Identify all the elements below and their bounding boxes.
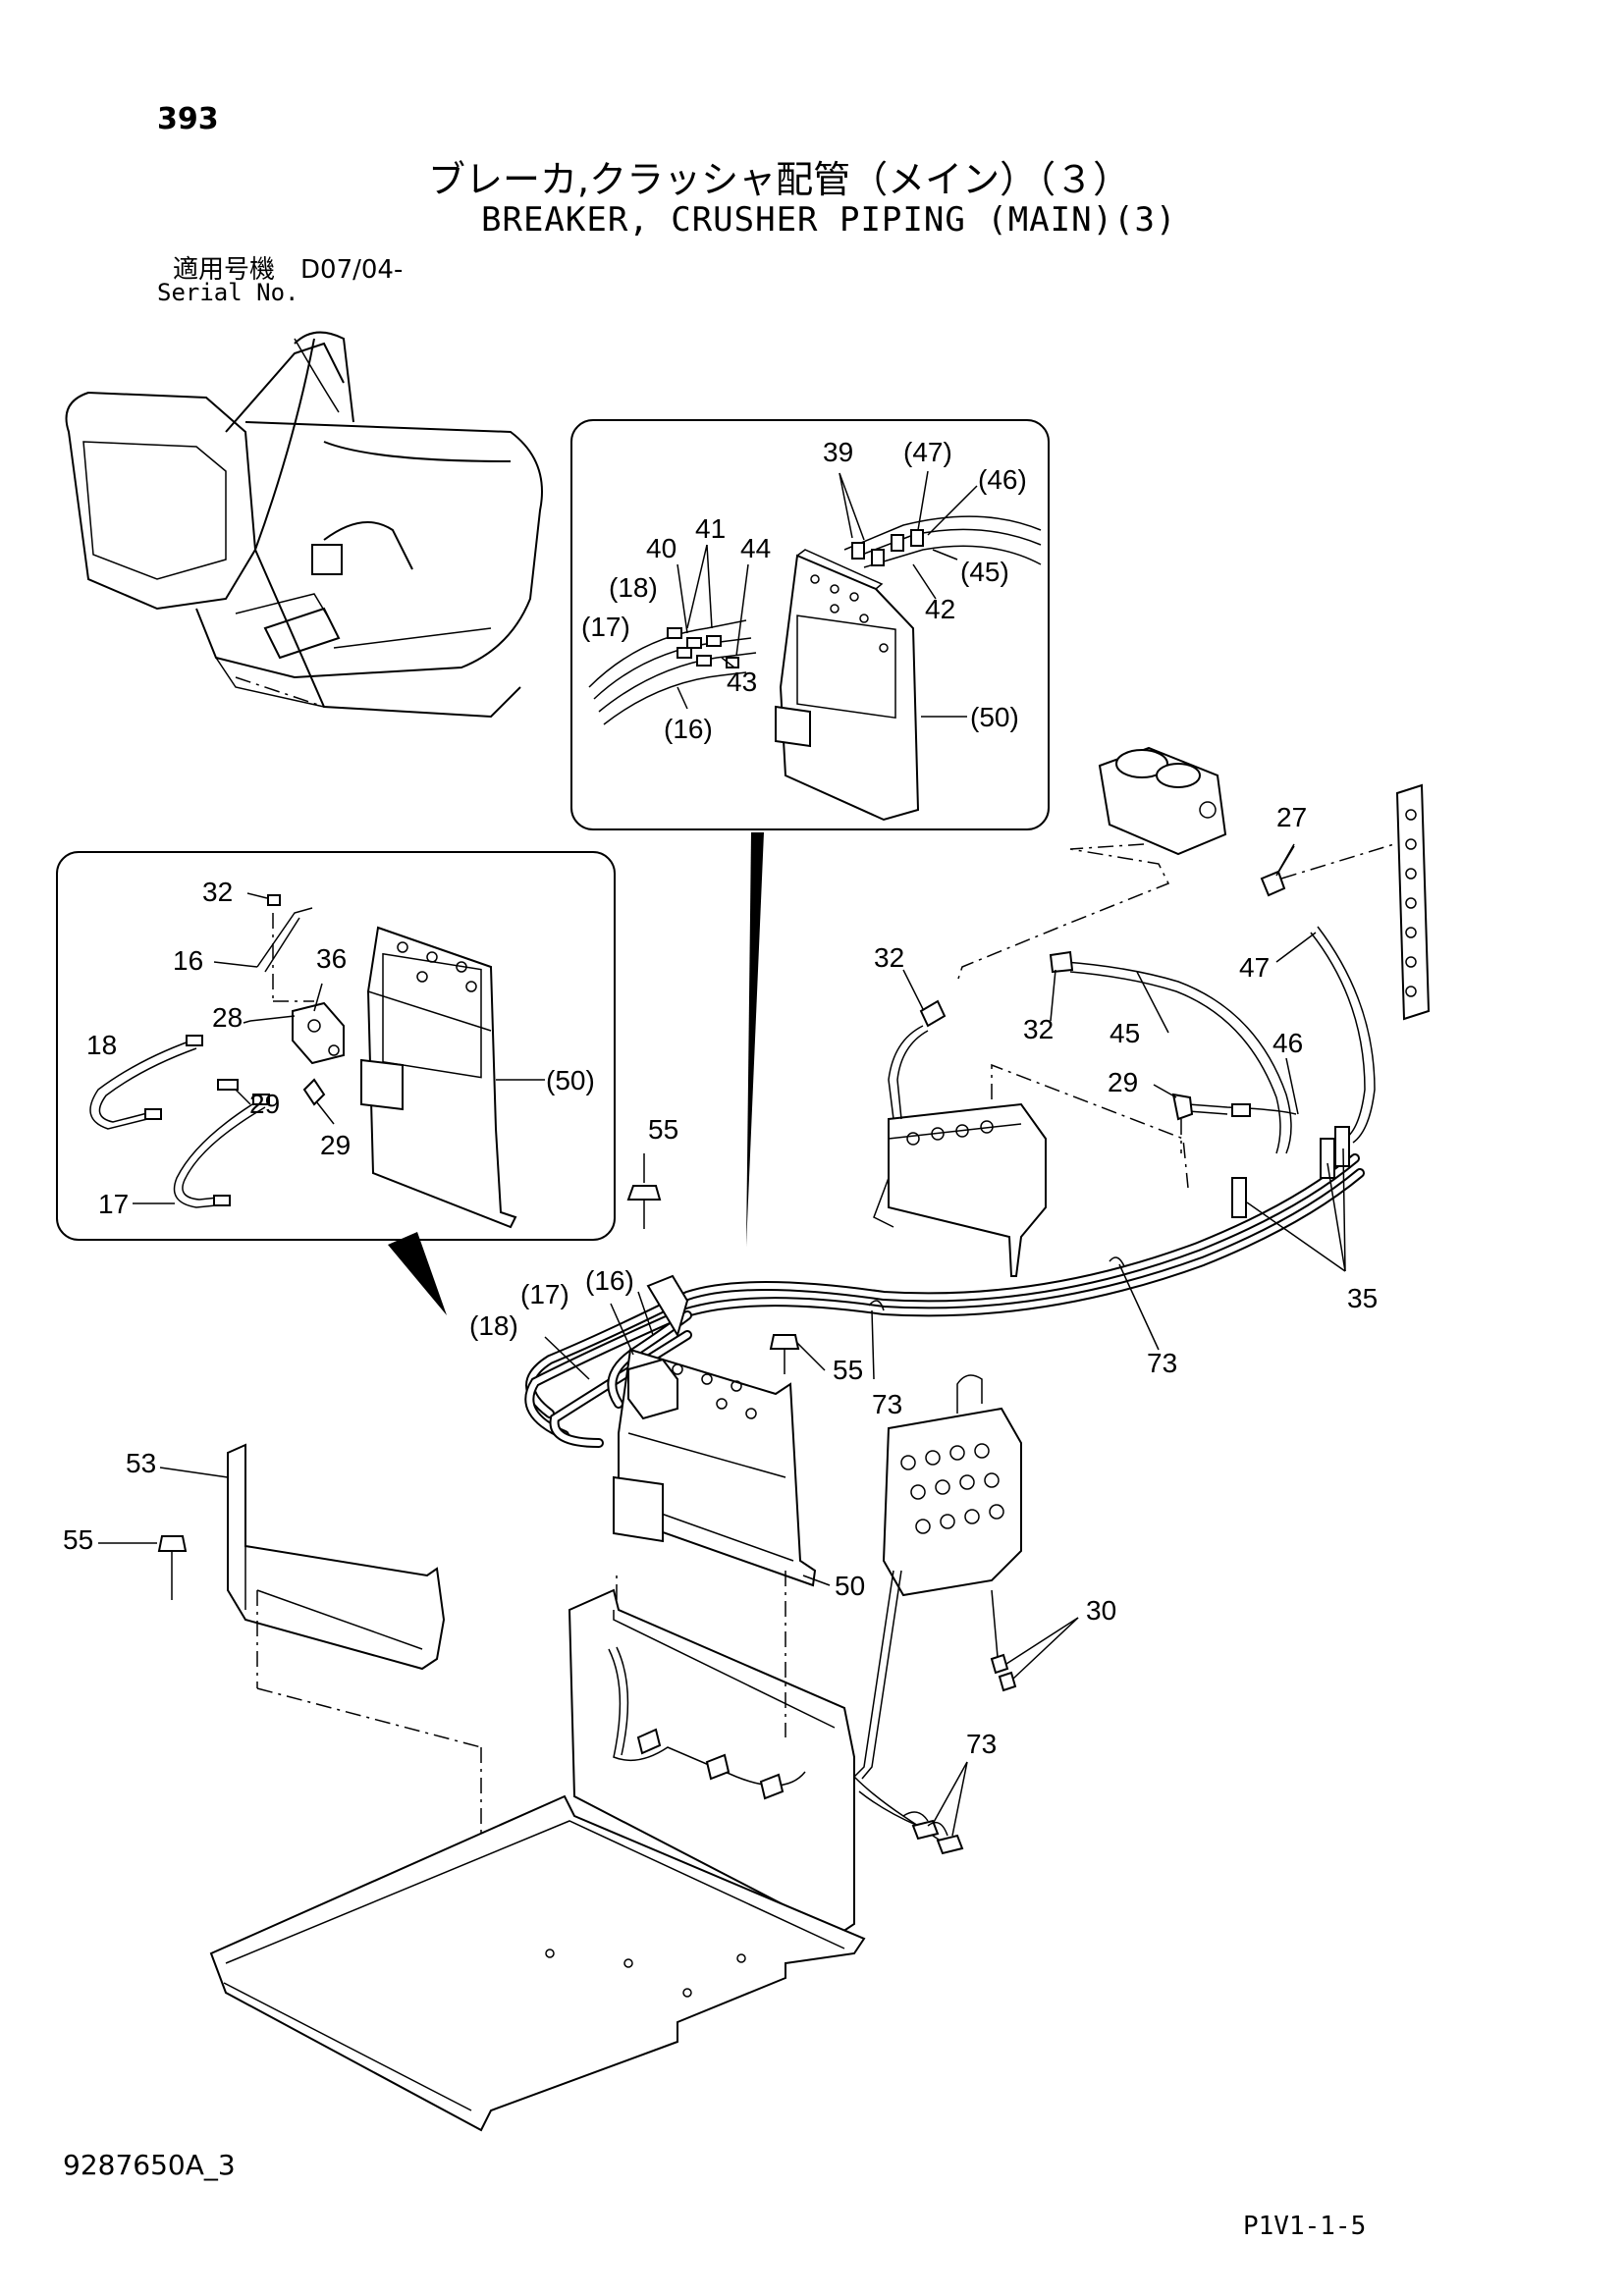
callout-16-inset-left: 16 <box>173 945 203 976</box>
page-code: P1V1-1-5 <box>1243 2212 1367 2241</box>
callout-39: 39 <box>823 437 853 467</box>
callout-73-main-c: 73 <box>966 1729 997 1759</box>
callout-43: 43 <box>727 667 757 697</box>
inset-top <box>570 419 1050 830</box>
serial-label-japanese: 適用号機 D07/04- <box>173 255 404 285</box>
callout-29-main: 29 <box>1108 1067 1138 1097</box>
callout-73-main-a: 73 <box>872 1389 902 1419</box>
callout-18-main: (18) <box>469 1310 518 1341</box>
callout-32-main-b: 32 <box>1023 1014 1054 1044</box>
callout-44: 44 <box>740 533 771 563</box>
callout-55-main-a: 55 <box>648 1114 678 1145</box>
callout-53: 53 <box>126 1448 156 1478</box>
callout-29-inset-a: 29 <box>249 1089 280 1119</box>
callout-45: (45) <box>960 557 1009 587</box>
callout-32-inset: 32 <box>202 877 233 907</box>
inset-pointer-top <box>746 832 764 1247</box>
callout-27: 27 <box>1276 802 1307 832</box>
callout-47: (47) <box>903 437 952 467</box>
callout-29-inset-b: 29 <box>320 1130 351 1160</box>
callout-17-inset: (17) <box>581 612 630 642</box>
callout-16-inset: (16) <box>664 714 713 744</box>
callout-16-main: (16) <box>585 1265 634 1296</box>
callout-18-inset: (18) <box>609 572 658 603</box>
callout-46: (46) <box>978 464 1027 495</box>
serial-label-english: Serial No. <box>157 279 299 306</box>
callout-18-inset-left: 18 <box>86 1030 117 1060</box>
callout-73-main-b: 73 <box>1147 1348 1177 1378</box>
main-assembly <box>157 746 1431 2132</box>
document-code: 9287650A_3 <box>63 2149 236 2181</box>
callout-55-main-c: 55 <box>63 1524 93 1555</box>
callout-50-inset: (50) <box>970 702 1019 732</box>
inset-pointer-left <box>388 1232 447 1315</box>
title-english: BREAKER, CRUSHER PIPING (MAIN)(3) <box>481 200 1177 240</box>
page-number: 393 <box>157 102 219 136</box>
callout-50-main: 50 <box>835 1571 865 1601</box>
callout-55-main-b: 55 <box>833 1355 863 1385</box>
callout-17-main: (17) <box>520 1279 569 1309</box>
callout-17-inset-left: 17 <box>98 1189 129 1219</box>
callout-35: 35 <box>1347 1283 1378 1313</box>
callout-42: 42 <box>925 594 955 624</box>
inset-left <box>56 851 616 1241</box>
title-japanese: ブレーカ,クラッシャ配管（メイン）（３） <box>428 158 1131 201</box>
callout-46-main: 46 <box>1272 1028 1303 1058</box>
callout-41: 41 <box>695 513 726 544</box>
callout-50-inset-left: (50) <box>546 1065 595 1095</box>
callout-40: 40 <box>646 533 677 563</box>
callout-30: 30 <box>1086 1595 1116 1626</box>
callout-28: 28 <box>212 1002 243 1033</box>
excavator-overview <box>65 331 543 719</box>
main-leaders <box>98 843 1346 1837</box>
callout-36: 36 <box>316 943 347 974</box>
callout-45-main: 45 <box>1110 1018 1140 1048</box>
callout-47-main: 47 <box>1239 952 1270 983</box>
callout-32-main-a: 32 <box>874 942 904 973</box>
